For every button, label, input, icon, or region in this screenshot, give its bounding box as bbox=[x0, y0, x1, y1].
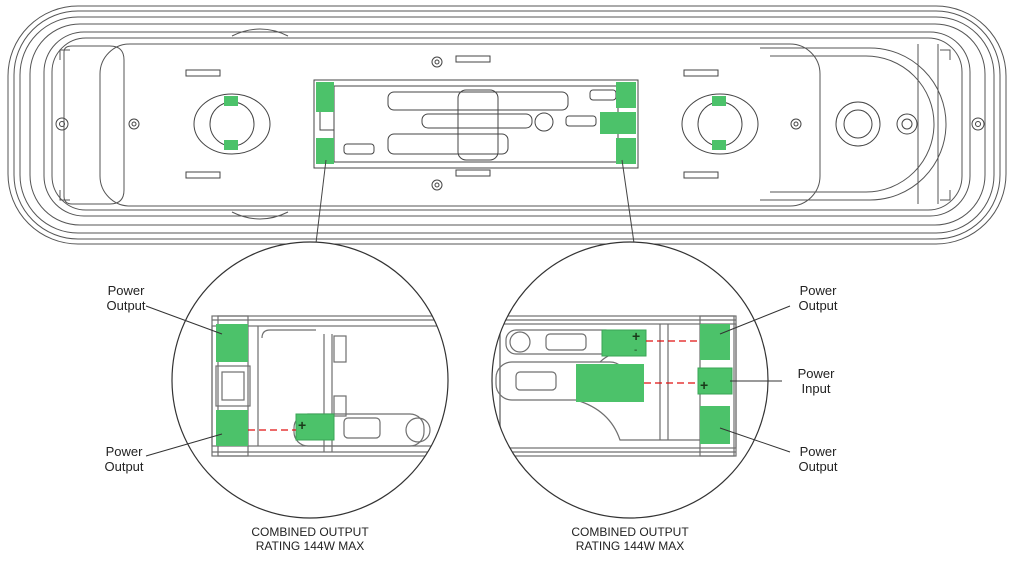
right-rating-caption: COMBINED OUTPUT RATING 144W MAX bbox=[520, 525, 740, 553]
label-leaders bbox=[145, 305, 791, 457]
left-connector-plus: + bbox=[298, 417, 307, 433]
module-connectors bbox=[316, 82, 636, 164]
callout-lines bbox=[315, 159, 635, 244]
left-caption-line1: COMBINED OUTPUT bbox=[251, 525, 369, 539]
right-zoom-detail bbox=[491, 241, 769, 519]
left-top-output-line1: Power bbox=[107, 283, 145, 298]
right-bottom-output-line2: Output bbox=[798, 459, 838, 474]
power-module bbox=[313, 79, 639, 169]
left-bottom-output-line1: Power bbox=[105, 444, 143, 459]
right-top-connector-minus: - bbox=[634, 345, 638, 356]
left-rating-caption: COMBINED OUTPUT RATING 144W MAX bbox=[200, 525, 420, 553]
left-bottom-output-label: Power Output bbox=[94, 444, 154, 474]
right-top-output-line1: Power bbox=[799, 283, 837, 298]
right-input-line2: Input bbox=[801, 381, 831, 396]
right-caption-line1: COMBINED OUTPUT bbox=[571, 525, 689, 539]
right-top-connector-plus: + bbox=[632, 328, 641, 344]
right-input-label: Power Input bbox=[786, 366, 846, 396]
right-bottom-output-label: Power Output bbox=[788, 444, 848, 474]
left-bottom-output-line2: Output bbox=[104, 459, 144, 474]
right-input-line1: Power bbox=[797, 366, 835, 381]
left-top-output-label: Power Output bbox=[96, 283, 156, 313]
left-top-output-line2: Output bbox=[106, 298, 146, 313]
slot-green-markers bbox=[224, 96, 726, 150]
right-bottom-output-line1: Power bbox=[799, 444, 837, 459]
right-top-output-line2: Output bbox=[798, 298, 838, 313]
right-input-plus: + bbox=[700, 377, 709, 393]
screw-icons bbox=[55, 56, 985, 191]
left-zoom-detail bbox=[171, 241, 449, 519]
right-caption-line2: RATING 144W MAX bbox=[575, 539, 685, 553]
right-top-output-label: Power Output bbox=[788, 283, 848, 313]
left-caption-line2: RATING 144W MAX bbox=[255, 539, 365, 553]
device-housing bbox=[7, 5, 1007, 245]
